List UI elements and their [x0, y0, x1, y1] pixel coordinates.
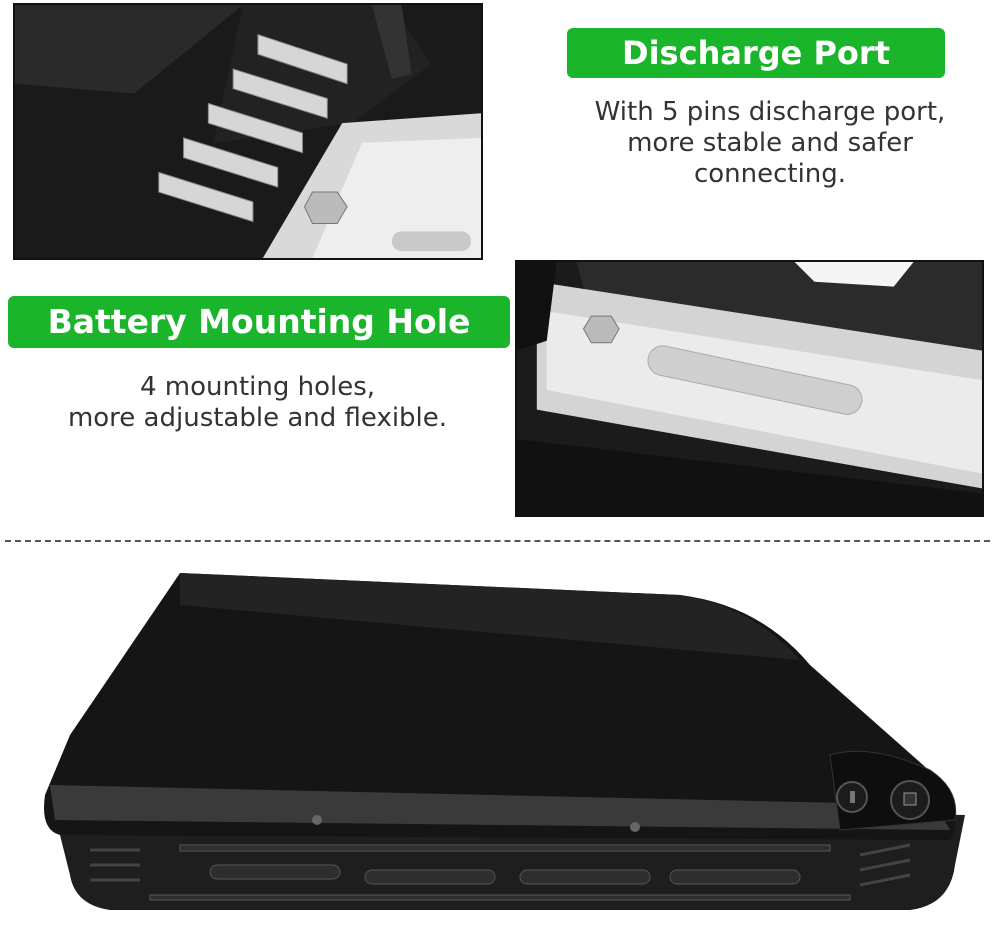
discharge-port-description: With 5 pins discharge port, more stable … [550, 97, 990, 191]
discharge-port-badge: Discharge Port [567, 28, 945, 78]
mounting-hole-photo [515, 260, 984, 517]
mounting-hole-badge: Battery Mounting Hole [8, 296, 510, 348]
section-divider [5, 540, 990, 542]
mounting-hole-description: 4 mounting holes, more adjustable and fl… [10, 372, 505, 434]
mounting-line-2: more adjustable and flexible. [67, 403, 448, 434]
mounting-line-1: 4 mounting holes, [139, 372, 376, 402]
discharge-line-1: With 5 pins discharge port, [594, 97, 946, 127]
discharge-line-2: more stable and safer [627, 128, 913, 159]
discharge-line-3: connecting. [693, 159, 847, 190]
battery-photo [30, 565, 970, 920]
discharge-port-photo [13, 3, 483, 260]
